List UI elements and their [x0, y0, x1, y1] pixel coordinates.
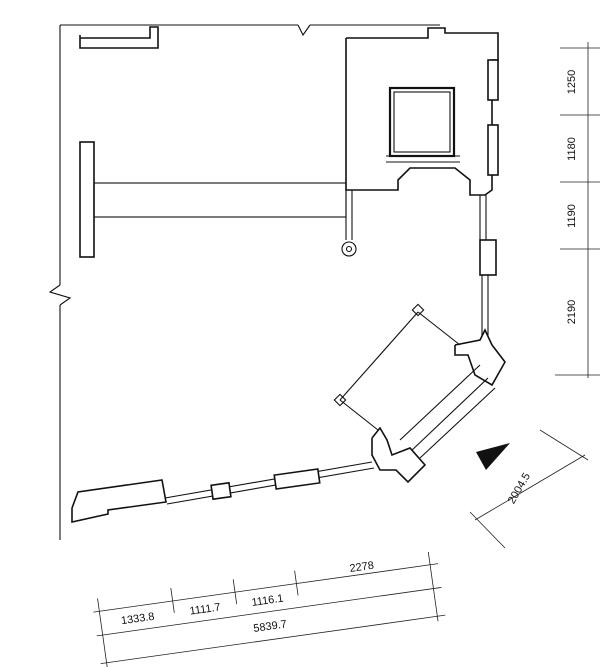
bottom-dim-label-3: 1116.1: [251, 593, 284, 609]
right-dim-label-2: 1180: [566, 137, 578, 161]
right-dimension-chain: [555, 42, 600, 378]
top-left-wall: [79, 26, 159, 49]
bottom-dim-label-1: 1333.8: [120, 611, 155, 628]
outer-boundary: [48, 24, 440, 540]
bottom-dimension-chain: 1333.8 1111.7 1116.1 2278 5839.7: [93, 551, 446, 667]
diagonal-opening: [333, 303, 496, 459]
right-dim-label-3: 1190: [566, 204, 578, 228]
bottom-dim-total: 5839.7: [253, 618, 288, 635]
bottom-dim-label-2: 1111.7: [189, 601, 222, 617]
right-dim-label-1: 1250: [566, 70, 578, 94]
diagonal-dimension: [469, 429, 589, 549]
right-window-strip: [479, 195, 497, 340]
bottom-wall-run: [71, 461, 375, 523]
corner-pillar-upper: [454, 328, 506, 387]
bottom-dim-label-4: 2278: [349, 560, 375, 575]
room-block: [345, 27, 499, 196]
right-dim-label-4: 2190: [566, 300, 578, 324]
north-arrow-icon: [476, 443, 510, 470]
beam-and-post: [79, 141, 357, 258]
corner-pillar-lower: [371, 426, 427, 484]
